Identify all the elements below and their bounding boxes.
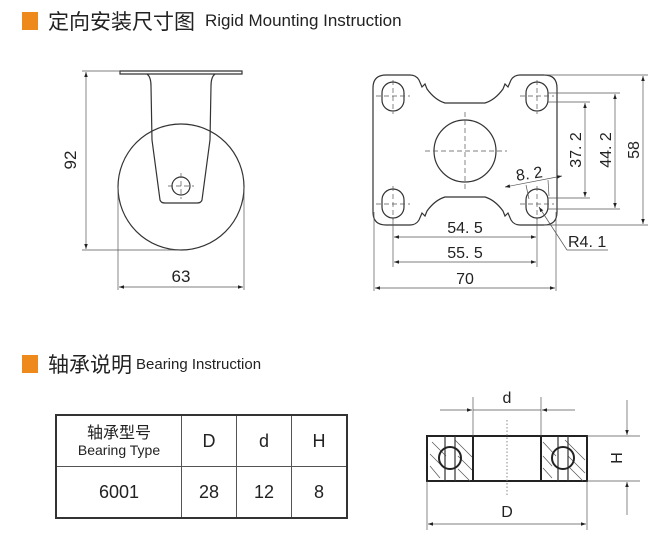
bracket (146, 73, 216, 204)
rigid-title-en: Rigid Mounting Instruction (205, 11, 402, 30)
header-bearing-type: 轴承型号 Bearing Type (55, 414, 182, 467)
caster-side-view: 92 63 (61, 70, 245, 290)
dim-55-5-label: 55. 5 (447, 245, 483, 262)
cell-H: 8 (291, 466, 348, 519)
header-d: d (236, 414, 292, 467)
dim-58-label: 58 (626, 141, 643, 159)
cell-type: 6001 (55, 466, 182, 519)
header-type-en: Bearing Type (77, 442, 161, 458)
dim-70-label: 70 (456, 271, 474, 288)
cell-d: 12 (236, 466, 292, 519)
cell-D: 28 (181, 466, 237, 519)
orange-square-icon (22, 12, 38, 30)
wheel-outline (117, 123, 245, 251)
rigid-mounting-title: 定向安装尺寸图 Rigid Mounting Instruction (22, 6, 402, 36)
mount-hole-tr (520, 80, 554, 114)
dim-54-5-label: 54. 5 (447, 220, 483, 237)
bearing-diagram: d D H (426, 390, 640, 530)
dim-8-2-label: 8. 2 (515, 164, 544, 185)
mount-hole-tl (376, 80, 410, 114)
bearing-table-header: 轴承型号 Bearing Type D d H (55, 414, 348, 467)
ball-right (551, 446, 575, 470)
bearing-table: 轴承型号 Bearing Type D d H 6001 28 12 8 (55, 414, 348, 519)
top-plate (119, 70, 243, 75)
table-row: 6001 28 12 8 (55, 466, 348, 519)
bearing-instruction-title: 轴承说明 Bearing Instruction (22, 349, 261, 379)
bearing-title-cn: 轴承说明 (48, 353, 132, 377)
header-D: D (181, 414, 237, 467)
orange-square-icon (22, 355, 38, 373)
radius-label: R4. 1 (568, 234, 606, 251)
dim-37-2-label: 37. 2 (568, 132, 585, 168)
mounting-plate-view: 54. 5 55. 5 70 37. 2 44. 2 58 8. 2 R4. 1 (372, 74, 648, 291)
dim-8-2-line (504, 175, 563, 188)
outer-diameter-label: D (501, 504, 513, 521)
mount-hole-bl (376, 186, 410, 220)
header-type-cn: 轴承型号 (86, 423, 151, 442)
inner-diameter-label: d (503, 390, 512, 407)
height-label: 92 (61, 151, 80, 170)
plate-outline (372, 74, 558, 226)
radius-leader (538, 206, 568, 251)
width-label: 63 (172, 267, 191, 286)
dim-44-2-label: 44. 2 (598, 132, 615, 168)
header-H: H (291, 414, 348, 467)
rigid-title-cn: 定向安装尺寸图 (48, 10, 195, 34)
ball-left (438, 446, 462, 470)
height-H-label: H (609, 452, 626, 464)
bearing-title-en: Bearing Instruction (136, 355, 262, 373)
